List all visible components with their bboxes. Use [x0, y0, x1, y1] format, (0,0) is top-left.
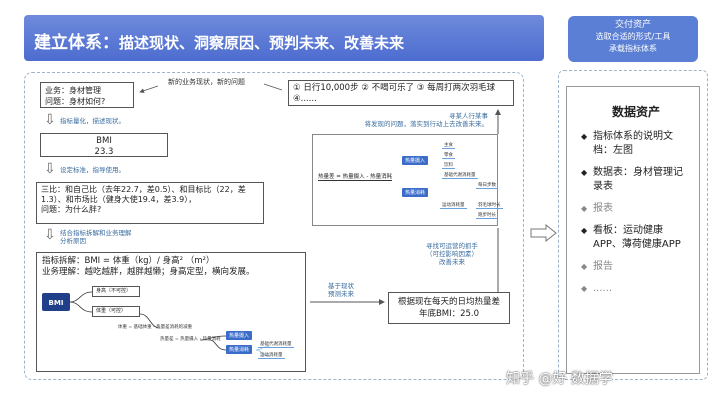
compare-box: 三比：和自己比（去年22.7，差0.5）、和目标比（22，差1.3）、和市场比（…	[36, 182, 264, 224]
delivery-line3: 承载指标体系	[609, 44, 657, 53]
mm-bottom-formula: 体重 = 基础体重 - 热量差消耗的减重	[118, 325, 193, 330]
note-find-root: 寻某人行某事 将发现的问题，落实到行动上去改善未来。	[364, 112, 489, 128]
asset-item: ◆ 数据表：身材管理记录表	[581, 166, 691, 194]
delivery-banner: 交付资产 选取合适的形式/工具 承载指标体系	[568, 16, 698, 62]
mm-top-out: 热量消耗	[402, 188, 429, 197]
diamond-bullet-icon: ◆	[581, 204, 588, 213]
mm-top-root: 热量差 = 热量摄入 - 热量消耗	[318, 174, 393, 181]
asset-item-text: 看板：运动健康APP、薄荷健康APP	[593, 225, 681, 250]
mm-top-out-leaf-0: 基础代谢消耗量	[442, 173, 478, 179]
diamond-bullet-icon: ◆	[581, 284, 588, 293]
mm-bottom-height: 身高（不可控）	[92, 286, 140, 297]
mm-bottom-weight: 体重（可控）	[92, 306, 140, 317]
asset-item: ◆......	[581, 282, 691, 296]
asset-item: ◆ 指标体系的说明文档：左图	[581, 130, 691, 158]
assets-list: ◆ 指标体系的说明文档：左图 ◆ 数据表：身材管理记录表 ◆ 报表 ◆ 看板：运动健康APP、…	[581, 130, 691, 296]
asset-item: ◆ 报告	[581, 260, 691, 274]
note-quantify: 指标量化，描述现状。	[60, 117, 125, 125]
title-strong: 建立体系：	[34, 33, 119, 53]
note-standard: 设定标准，指导使用。	[60, 166, 125, 174]
mm-top-out-leaf-3: 羽毛球时长	[476, 203, 503, 209]
diamond-bullet-icon: ◆	[581, 132, 588, 141]
split-line2: 业务理解：越吃越胖，越胖越懒；身高定型，横向发展。	[42, 267, 255, 277]
diamond-bullet-icon: ◆	[581, 168, 588, 177]
events-box: ① 日行10,000步 ② 不喝可乐了 ③ 每周打两次羽毛球 ④......	[288, 80, 514, 106]
diamond-bullet-icon: ◆	[581, 226, 588, 235]
asset-item-text: ......	[593, 283, 613, 294]
assets-panel-title: 数据资产	[611, 105, 660, 119]
mm-bottom-subroot: 热量差 = 热量摄入 - 热量消耗	[160, 337, 221, 342]
mm-top-in: 热量摄入	[402, 156, 429, 165]
delivery-line2: 选取合适的形式/工具	[595, 32, 671, 41]
split-line1: 指标拆解：BMI = 体重（kg）/ 身高² （m²）	[42, 256, 215, 266]
title-rest: 描述现状、洞察原因、预判未来、改善未来	[119, 34, 405, 52]
asset-item: ◆ 报表	[581, 202, 691, 216]
mm-top-in-leaf-1: 零食	[442, 153, 455, 159]
bmi-value-box: BMI 23.3	[40, 133, 168, 157]
page-title-bar: 建立体系：描述现状、洞察原因、预判未来、改善未来	[24, 15, 544, 61]
mm-bottom-leaf-1: 运动消耗量	[258, 353, 285, 359]
diamond-bullet-icon: ◆	[581, 262, 588, 271]
assets-frame	[558, 70, 708, 380]
business-box: 业务：身材管理 问题：身材如何?	[40, 82, 134, 108]
asset-item-text: 报告	[593, 261, 613, 272]
mm-top-out-leaf-4: 跑步时长	[476, 213, 498, 219]
delivery-line1: 交付资产	[614, 20, 651, 30]
mm-top-in-leaf-0: 主食	[442, 143, 455, 149]
mm-bottom-out: 热量消耗	[226, 345, 253, 354]
predict-box: 根据现在每天的日均热量差 年底BMI：25.0	[388, 292, 510, 324]
arrow-down-icon: ⇩	[44, 161, 56, 177]
mm-top-out-leaf-1: 每日步数	[476, 183, 498, 189]
note-split: 结合指标拆解和业务理解 分析原因	[60, 229, 132, 245]
arrow-right-icon	[530, 224, 557, 242]
asset-item-text: 报表	[593, 203, 613, 214]
note-predict: 基于现状 预测未来	[328, 282, 354, 298]
mm-top-out-leaf-2: 运动消耗量	[440, 203, 467, 209]
arrow-down-icon: ⇩	[44, 227, 56, 243]
asset-item-text: 数据表：身材管理记录表	[593, 167, 683, 192]
assets-panel: 数据资产 ◆ 指标体系的说明文档：左图 ◆ 数据表：身材管理记录表 ◆ 报表 ◆ 看板：运动健…	[566, 86, 700, 374]
asset-item-text: 指标体系的说明文档：左图	[593, 131, 673, 156]
note-find-levers: 寻找可运营的抓手 （可控影响因素） 改善未来	[426, 242, 478, 266]
mm-top-in-leaf-2: 饮料	[442, 163, 455, 169]
watermark: 知乎 @好 数据学	[506, 371, 613, 387]
mm-bottom-root: BMI	[42, 293, 70, 311]
mm-bottom-leaf-0: 基础代谢消耗量	[258, 342, 294, 348]
asset-item: ◆ 看板：运动健康APP、薄荷健康APP	[581, 224, 691, 252]
mm-bottom-in: 热量摄入	[226, 331, 253, 340]
arrow-down-icon: ⇩	[44, 112, 56, 128]
main-diagram-frame	[24, 72, 524, 380]
note-new-issue: 新的业务现状，新的问题	[168, 78, 245, 86]
